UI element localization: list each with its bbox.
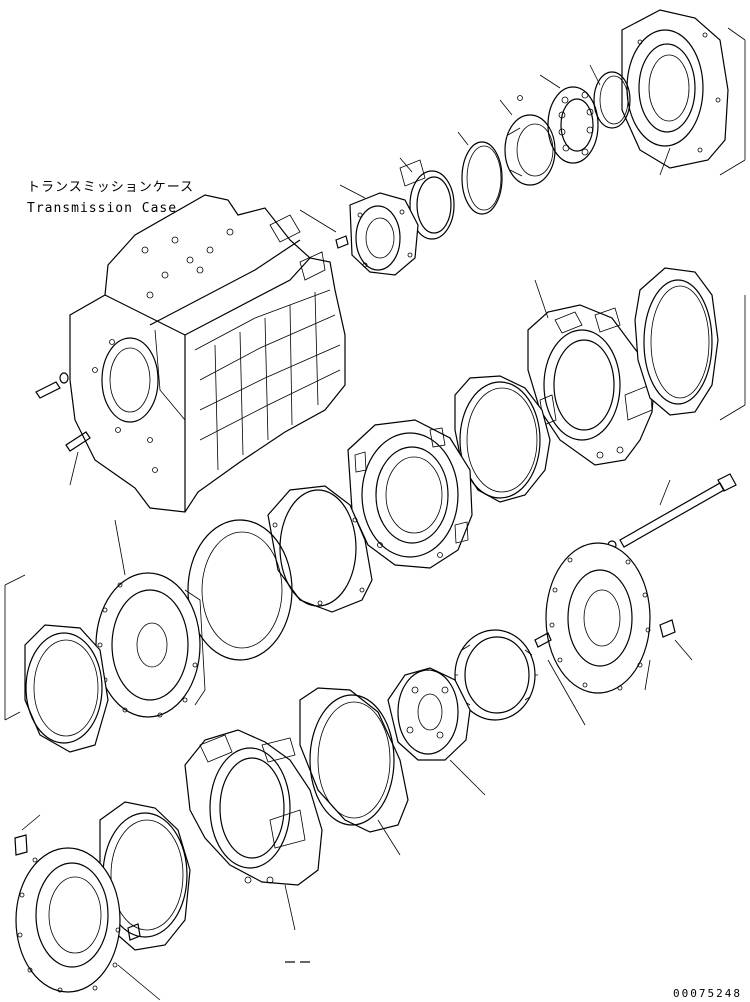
snap-ring-mid bbox=[458, 132, 502, 214]
ring-plate-left bbox=[5, 575, 108, 752]
carrier-housing-upper bbox=[622, 10, 745, 175]
snap-ring-upper bbox=[590, 65, 630, 128]
long-bolt bbox=[608, 474, 736, 549]
brake-housing-lower bbox=[185, 730, 322, 930]
end-cover-lower bbox=[15, 815, 160, 1000]
part-label-english: Transmission Case bbox=[27, 201, 178, 216]
friction-plate-lower bbox=[300, 688, 408, 855]
ring-gear bbox=[455, 630, 538, 720]
hub-flange bbox=[300, 185, 418, 275]
part-label-japanese: トランスミッションケース bbox=[27, 180, 195, 195]
planetary-carrier-left bbox=[96, 520, 205, 717]
friction-plate-mid bbox=[268, 486, 372, 612]
brake-housing-right bbox=[528, 280, 655, 465]
transmission-case bbox=[36, 195, 345, 512]
clutch-hub-assembly bbox=[348, 420, 472, 568]
seal-ring-right bbox=[635, 268, 745, 420]
dowel-pin bbox=[535, 633, 585, 725]
separator-disc-mid bbox=[188, 520, 292, 660]
drawing-number: 00075248 bbox=[673, 987, 742, 1000]
output-flange bbox=[546, 543, 692, 693]
seal-ring-upper bbox=[400, 158, 454, 239]
planet-gear-hub bbox=[388, 668, 485, 795]
bearing-upper bbox=[540, 75, 598, 163]
sleeve-upper bbox=[500, 96, 555, 186]
